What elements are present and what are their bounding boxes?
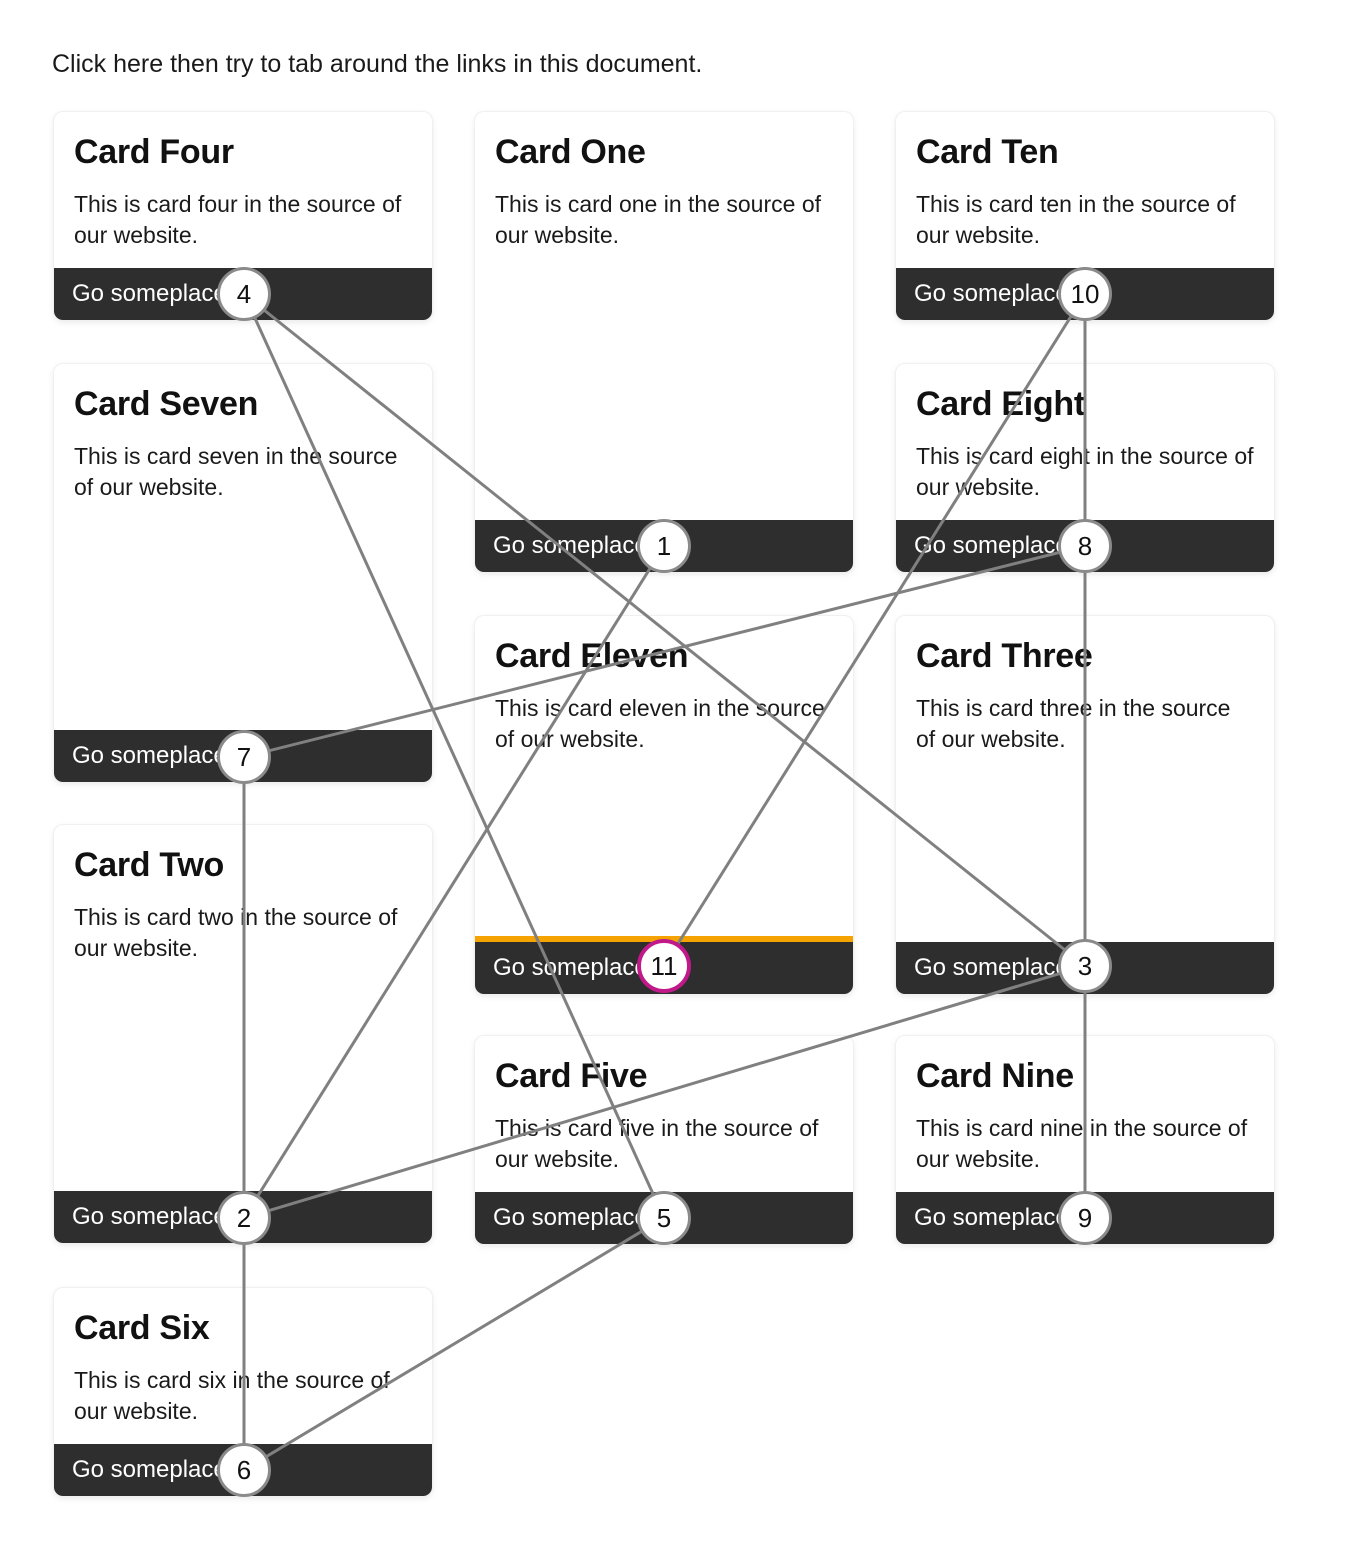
- tab-order-badge: 9: [1058, 1191, 1112, 1245]
- card-title: Card One: [495, 133, 646, 171]
- card-title: Card Two: [74, 846, 224, 884]
- tab-order-badge: 3: [1058, 939, 1112, 993]
- card-description: This is card two in the source of our we…: [74, 904, 398, 962]
- card-title: Card Four: [74, 133, 234, 171]
- card-title: Card Nine: [916, 1057, 1074, 1095]
- card-description: This is card five in the source of our w…: [495, 1115, 819, 1173]
- card-title: Card Seven: [74, 385, 259, 423]
- card-title: Card Three: [916, 637, 1093, 675]
- tab-order-badge: 2: [217, 1191, 271, 1245]
- card-description: This is card eleven in the source of our…: [495, 695, 825, 753]
- page-intro-text: Click here then try to tab around the li…: [52, 50, 703, 78]
- tab-order-badge: 10: [1058, 267, 1112, 321]
- card-description: This is card six in the source of our we…: [74, 1367, 390, 1425]
- tab-order-badge: 11: [637, 939, 691, 993]
- card-title: Card Six: [74, 1309, 210, 1347]
- card-title: Card Eight: [916, 385, 1085, 423]
- card-description: This is card four in the source of our w…: [74, 191, 402, 249]
- card-title: Card Eleven: [495, 637, 689, 675]
- card-description: This is card three in the source of our …: [916, 695, 1231, 753]
- tab-order-badge: 7: [217, 730, 271, 784]
- card-description: This is card seven in the source of our …: [74, 443, 398, 501]
- tab-order-badge: 5: [637, 1191, 691, 1245]
- tab-order-badge: 6: [217, 1443, 271, 1497]
- tab-order-badge: 1: [637, 519, 691, 573]
- card-description: This is card nine in the source of our w…: [916, 1115, 1248, 1173]
- tab-order-badge: 8: [1058, 519, 1112, 573]
- card-title: Card Ten: [916, 133, 1059, 171]
- card-description: This is card ten in the source of our we…: [916, 191, 1236, 249]
- card-title: Card Five: [495, 1057, 648, 1095]
- tab-order-badge: 4: [217, 267, 271, 321]
- card-description: This is card one in the source of our we…: [495, 191, 821, 249]
- card-description: This is card eight in the source of our …: [916, 443, 1254, 501]
